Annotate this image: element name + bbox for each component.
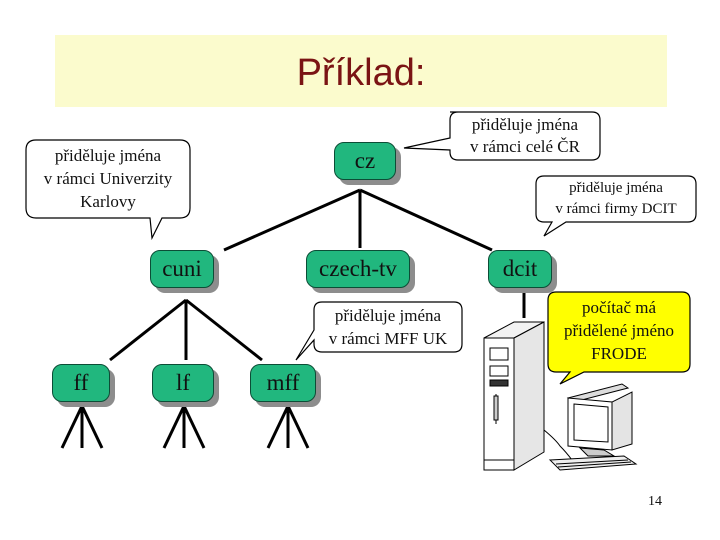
node-czech-tv: czech-tv (306, 250, 410, 288)
fan-mff (266, 405, 310, 449)
fan-lf (162, 405, 206, 449)
callout-cz-line2: v rámci celé ČR (470, 137, 580, 156)
callout-univerzity-line1: přiděluje jména (54, 146, 162, 165)
node-mff: mff (250, 364, 316, 402)
callout-mff: přiděluje jména v rámci MFF UK (314, 304, 462, 350)
fan-ff (60, 405, 104, 449)
page-number: 14 (648, 494, 662, 509)
callout-frode-bubble (547, 291, 691, 385)
callout-univerzity: přiděluje jména v rámci Univerzity Karlo… (26, 144, 190, 213)
node-dcit: dcit (488, 250, 552, 288)
callout-dcit-line2: v rámci firmy DCIT (555, 201, 677, 217)
callout-mff-bubble (295, 301, 463, 361)
callout-mff-line2: v rámci MFF UK (328, 329, 448, 348)
page-title: Příklad: (296, 52, 426, 94)
node-ff: ff (52, 364, 110, 402)
callout-frode-line3: FRODE (591, 344, 647, 363)
callout-dcit: přiděluje jména v rámci firmy DCIT (536, 178, 696, 220)
callout-frode: počítač má přidělené jméno FRODE (548, 296, 690, 365)
callout-univerzity-line2: v rámci Univerzity (43, 169, 173, 188)
node-cz: cz (334, 142, 396, 180)
callout-cz-bubble (403, 111, 601, 161)
edge-cuni-ff (109, 298, 187, 362)
computer-tower-icon (483, 321, 545, 471)
monitor-icon (566, 383, 633, 457)
cable-icon (543, 429, 573, 461)
callout-cz: přiděluje jména v rámci celé ČR (450, 114, 600, 158)
node-lf: lf (152, 364, 214, 402)
callout-frode-line2: přidělené jméno (564, 321, 674, 340)
edge-cuni-mff (185, 298, 263, 362)
callout-dcit-bubble (535, 175, 697, 237)
tree-edges (109, 188, 526, 362)
callout-cz-line1: přiděluje jména (471, 115, 579, 134)
callout-dcit-line1: přiděluje jména (569, 180, 663, 196)
callout-mff-line1: přiděluje jména (334, 306, 442, 325)
callout-univerzity-line3: Karlovy (80, 192, 136, 211)
edge-cz-cuni (223, 188, 361, 252)
title-band: Příklad: (55, 35, 667, 107)
node-cuni: cuni (150, 250, 214, 288)
edge-cz-dcit (359, 188, 493, 252)
callout-frode-line1: počítač má (581, 298, 657, 317)
keyboard-icon (548, 455, 638, 471)
leaf-fans (60, 405, 310, 449)
callout-univerzity-bubble (25, 139, 191, 241)
